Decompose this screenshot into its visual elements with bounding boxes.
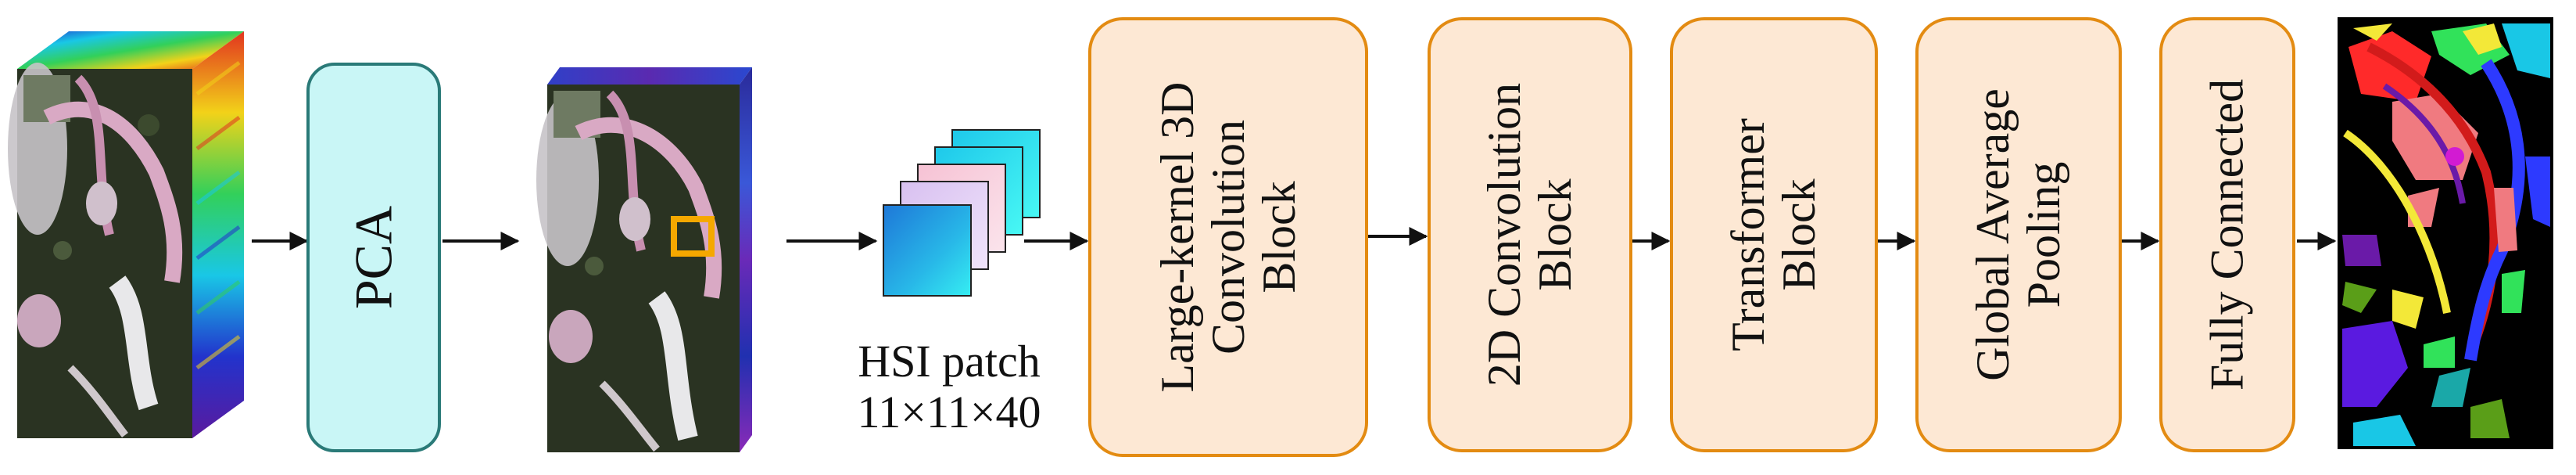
block-fully-connected-line-1: Fully Connected — [2201, 78, 2253, 391]
block-2d-convolution-line-2: Block — [1529, 178, 1581, 291]
flow-arrows — [252, 227, 2337, 250]
block-global-average-pooling: Global Average Pooling — [1915, 17, 2122, 452]
pca-output-cube — [536, 67, 752, 452]
block-2d-convolution: 2D Convolution Block — [1428, 17, 1632, 452]
pca-label: PCA — [343, 205, 403, 310]
block-fully-connected-label: Fully Connected — [2202, 79, 2253, 390]
hsi-patch-stack — [883, 129, 1041, 297]
block-fully-connected: Fully Connected — [2159, 17, 2295, 452]
input-cube-top-face — [17, 31, 244, 69]
patch-caption: HSI patch 11×11×40 — [824, 336, 1074, 438]
block-large-kernel-3d-line-1: Large-kernel 3D — [1151, 81, 1203, 393]
block-transformer-line-1: Transformer — [1722, 118, 1775, 351]
pca-cube-side-face — [740, 67, 752, 452]
block-transformer-line-2: Block — [1773, 178, 1825, 291]
patch-layer-front — [883, 204, 972, 297]
block-transformer: Transformer Block — [1670, 17, 1878, 452]
block-transformer-label: Transformer Block — [1722, 118, 1825, 351]
input-cube-scene — [8, 63, 183, 438]
patch-caption-line-2: 11×11×40 — [857, 386, 1041, 437]
patch-selection-highlight — [671, 216, 715, 257]
block-large-kernel-3d-line-2: Convolution — [1202, 119, 1254, 355]
block-global-average-pooling-line-2: Pooling — [2018, 161, 2069, 308]
input-cube-side-face — [192, 31, 244, 438]
input-cube-spectral-stripes — [195, 60, 241, 370]
block-2d-convolution-label: 2D Convolution Block — [1478, 82, 1581, 387]
patch-caption-line-1: HSI patch — [858, 336, 1041, 387]
input-hsi-cube — [8, 31, 244, 438]
block-large-kernel-3d-label: Large-kernel 3D Convolution Block — [1151, 81, 1305, 393]
pca-block: PCA — [306, 63, 441, 452]
pca-cube-top-face — [547, 67, 752, 85]
classification-map — [2338, 17, 2553, 449]
block-large-kernel-3d-convolution: Large-kernel 3D Convolution Block — [1088, 17, 1368, 457]
block-global-average-pooling-line-1: Global Average — [1967, 88, 2019, 381]
block-2d-convolution-line-1: 2D Convolution — [1478, 82, 1531, 387]
block-large-kernel-3d-line-3: Block — [1252, 181, 1305, 293]
block-global-average-pooling-label: Global Average Pooling — [1967, 88, 2069, 381]
